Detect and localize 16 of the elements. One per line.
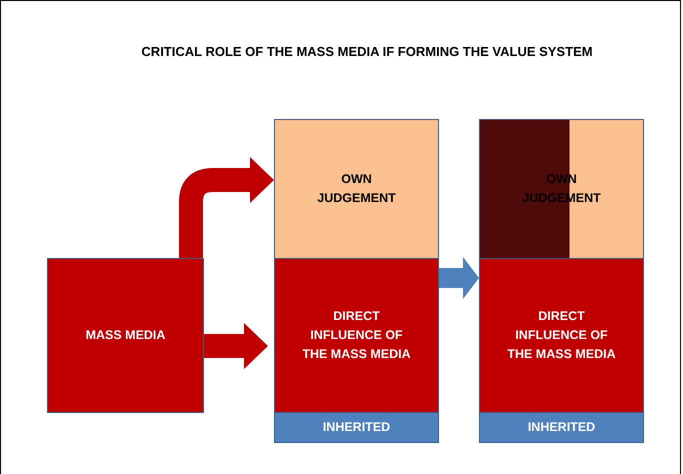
inherited-bar <box>274 412 439 443</box>
arrow <box>204 323 268 369</box>
box-label: INHERITED <box>322 419 390 436</box>
box-label: OWN JUDGEMENT <box>316 171 397 207</box>
box-label: MASS MEDIA <box>86 327 166 344</box>
box-label: DIRECT INFLUENCE OF THE MASS MEDIA <box>506 308 617 363</box>
box-label: INHERITED <box>528 419 596 436</box>
arrow <box>439 257 479 299</box>
influence-box <box>479 258 644 413</box>
diagram-title: CRITICAL ROLE OF THE MASS MEDIA IF FORMING THE VALUE SYSTEM <box>140 44 594 59</box>
judgement-box <box>479 119 644 259</box>
judgement-box <box>274 119 439 259</box>
box-label: DIRECT INFLUENCE OF THE MASS MEDIA <box>301 308 412 363</box>
source-box <box>47 258 204 413</box>
influence-box <box>274 258 439 413</box>
inherited-bar <box>479 412 644 443</box>
